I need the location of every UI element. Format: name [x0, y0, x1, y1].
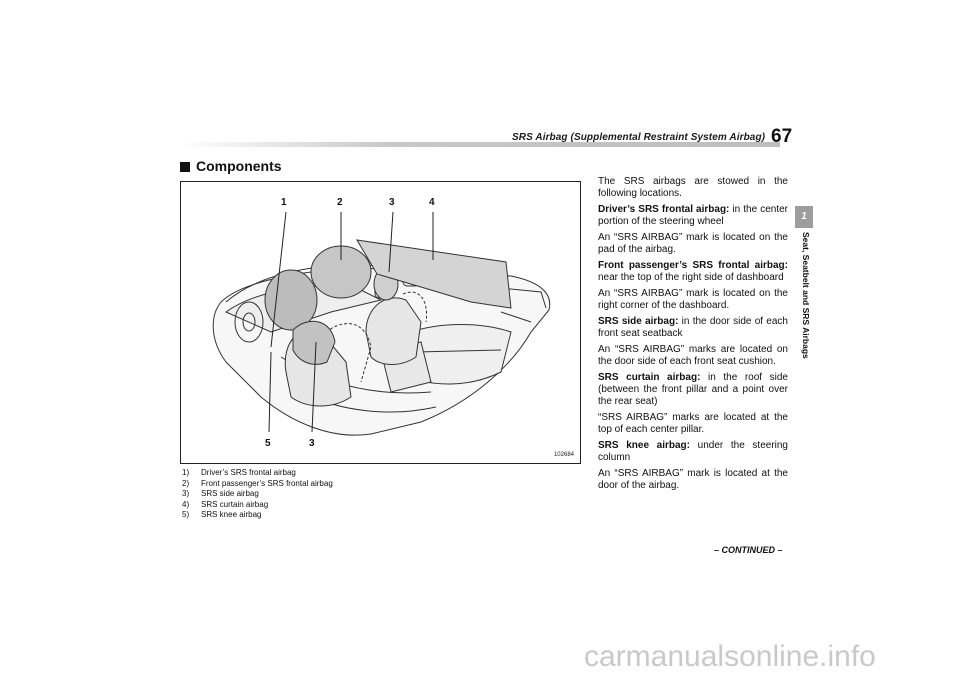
- knee-mark-paragraph: An “SRS AIRBAG” mark is located at the d…: [598, 468, 788, 491]
- driver-label: Driver’s SRS frontal airbag:: [598, 204, 730, 215]
- driver-text: in the center portion of the steering wh…: [598, 204, 788, 227]
- knee-label: SRS knee airbag:: [598, 440, 690, 451]
- driver-paragraph: Driver’s SRS frontal airbag: in the cent…: [598, 204, 788, 228]
- legend-num: 3): [182, 489, 190, 498]
- passenger-text: near the top of the right side of dashbo…: [598, 272, 784, 283]
- airbag-components-figure: 1 2 3 4 5 3 102684: [180, 181, 581, 464]
- figure-code: 102684: [553, 452, 574, 458]
- legend-item: 4) SRS curtain airbag: [182, 500, 333, 511]
- legend-num: 1): [182, 468, 190, 477]
- body-text: The SRS airbags are stowed in the follow…: [598, 176, 788, 496]
- legend-text: SRS knee airbag: [201, 510, 262, 519]
- legend-text: Front passenger’s SRS frontal airbag: [201, 478, 333, 488]
- callout-3: 3: [389, 197, 395, 208]
- legend-text: SRS curtain airbag: [201, 499, 269, 509]
- legend-text: SRS side airbag: [201, 489, 259, 498]
- curtain-paragraph: SRS curtain airbag: in the roof side (be…: [598, 372, 788, 408]
- intro-paragraph: The SRS airbags are stowed in the follow…: [598, 176, 788, 199]
- section-heading: Components: [180, 158, 282, 174]
- header-rule: [180, 142, 780, 147]
- curtain-label: SRS curtain airbag:: [598, 372, 701, 383]
- curtain-text: in the roof side (between the front pill…: [598, 372, 788, 407]
- square-bullet-icon: [180, 162, 190, 172]
- knee-text: under the steering column: [598, 440, 788, 463]
- passenger-label: Front passenger’s SRS frontal airbag:: [598, 260, 788, 271]
- knee-paragraph: SRS knee airbag: under the steering colu…: [598, 440, 788, 464]
- callout-4: 4: [429, 197, 435, 208]
- header-title: SRS Airbag (Supplemental Restraint Syste…: [512, 132, 766, 143]
- chapter-side-title-text: Seat, Seatbelt and SRS Airbags: [801, 232, 811, 359]
- car-interior-illustration: [212, 211, 551, 436]
- page-number: 67: [771, 126, 793, 147]
- side-label: SRS side airbag:: [598, 316, 679, 327]
- legend-text: Driver’s SRS frontal airbag: [201, 468, 296, 477]
- legend-item: 3) SRS side airbag: [182, 489, 333, 500]
- legend-num: 2): [182, 478, 190, 488]
- callout-5: 5: [265, 438, 271, 449]
- section-heading-text: Components: [196, 158, 282, 174]
- legend-num: 4): [182, 499, 190, 509]
- legend-item: 1) Driver’s SRS frontal airbag: [182, 468, 333, 479]
- chapter-tab: 1: [795, 206, 813, 228]
- curtain-mark-paragraph: “SRS AIRBAG” marks are located at the to…: [598, 412, 788, 435]
- callout-1: 1: [281, 197, 287, 208]
- callout-2: 2: [337, 197, 343, 208]
- chapter-side-title: Seat, Seatbelt and SRS Airbags: [797, 232, 811, 372]
- callout-3b: 3: [309, 438, 315, 449]
- side-mark-paragraph: An “SRS AIRBAG” marks are located on the…: [598, 344, 788, 367]
- passenger-paragraph: Front passenger’s SRS frontal airbag: ne…: [598, 260, 788, 284]
- legend-num: 5): [182, 510, 190, 519]
- side-text: in the door side of each front seat seat…: [598, 316, 788, 339]
- legend-item: 2) Front passenger’s SRS frontal airbag: [182, 479, 333, 490]
- continued-label: – CONTINUED –: [714, 545, 783, 555]
- side-paragraph: SRS side airbag: in the door side of eac…: [598, 316, 788, 340]
- legend-item: 5) SRS knee airbag: [182, 510, 333, 521]
- watermark: carmanualsonline.info: [584, 640, 876, 673]
- passenger-mark-paragraph: An “SRS AIRBAG” mark is located on the r…: [598, 288, 788, 311]
- figure-legend: 1) Driver’s SRS frontal airbag 2) Front pa…: [182, 468, 333, 521]
- driver-mark-paragraph: An “SRS AIRBAG” mark is located on the p…: [598, 232, 788, 255]
